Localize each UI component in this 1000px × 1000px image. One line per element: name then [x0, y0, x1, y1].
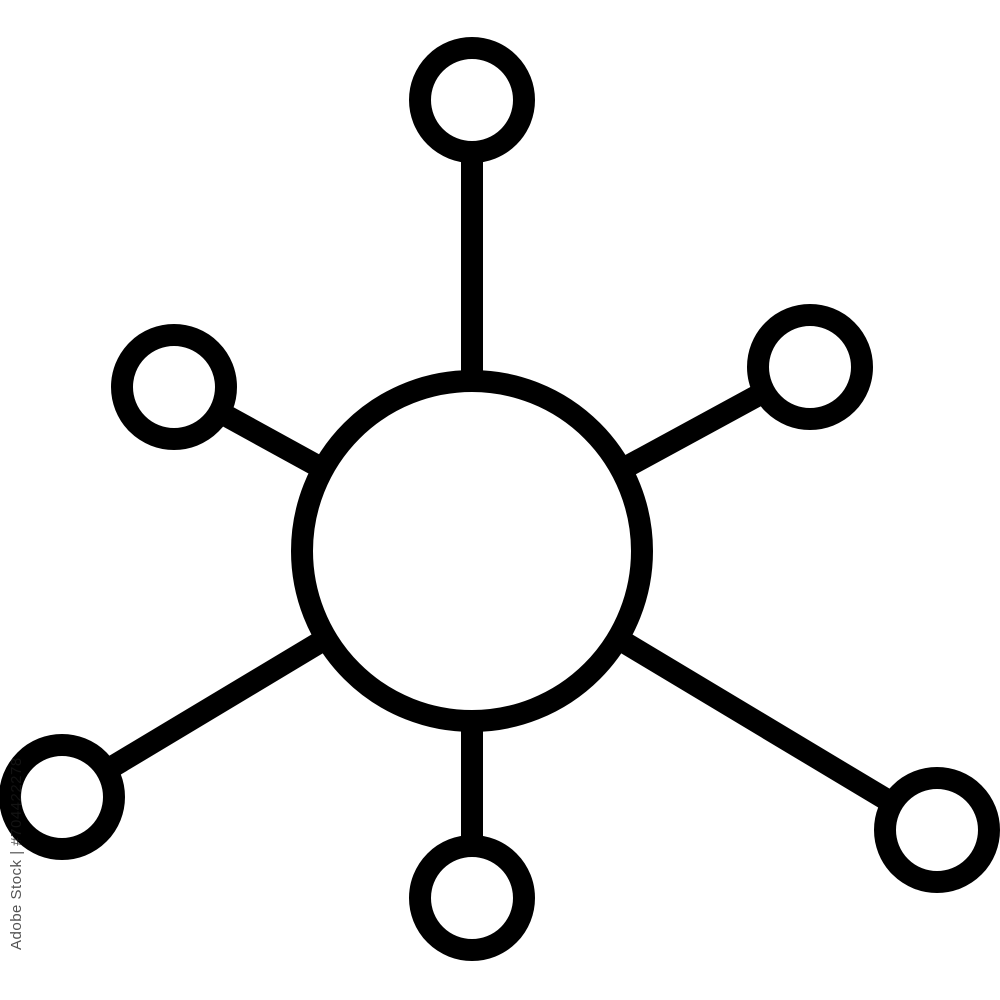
hub-circle — [291, 370, 653, 732]
watermark-text: Adobe Stock | #704422278 — [8, 757, 25, 950]
node-top — [409, 37, 535, 163]
node-bottom — [409, 835, 535, 961]
node-upper-right — [747, 304, 873, 430]
connector-lower-left — [100, 629, 332, 780]
node-upper-left — [111, 324, 237, 450]
node-lower-right — [874, 767, 1000, 893]
connector-upper-left — [214, 402, 329, 479]
node-lower-left — [0, 734, 125, 860]
connector-lower-right — [612, 629, 899, 813]
connector-upper-right — [616, 382, 770, 480]
